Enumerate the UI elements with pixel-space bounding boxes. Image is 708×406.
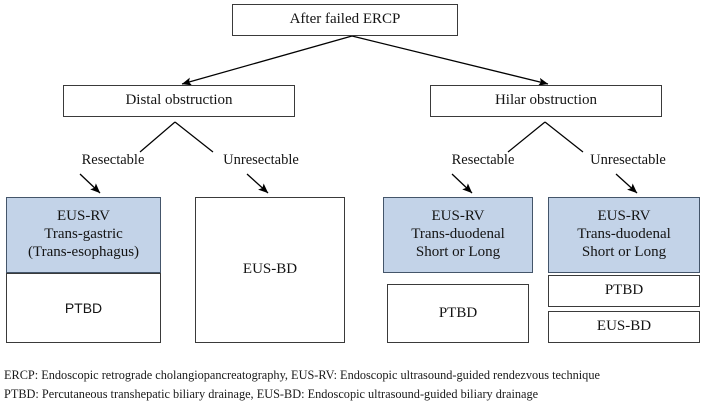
- node-line: PTBD: [604, 282, 644, 299]
- node-line: Short or Long: [581, 243, 667, 260]
- node-distal-resectable-ptbd[interactable]: PTBD: [6, 273, 161, 343]
- node-distal-obstruction[interactable]: Distal obstruction: [63, 85, 295, 117]
- node-line: Short or Long: [415, 243, 501, 260]
- node-line: Trans-gastric: [44, 226, 123, 243]
- node-hilar-obstruction[interactable]: Hilar obstruction: [430, 85, 662, 117]
- node-line: PTBD: [438, 304, 478, 321]
- footnote-line-1: ERCP: Endoscopic retrograde cholangiopan…: [4, 368, 600, 382]
- node-hilar-unresectable-eus-bd[interactable]: EUS-BD: [548, 311, 700, 343]
- node-line: EUS-BD: [242, 261, 298, 278]
- branch-label-distal-resectable: Resectable: [81, 152, 145, 168]
- connector-group-hilar-fork: [507, 121, 584, 153]
- node-hilar-resectable-ptbd[interactable]: PTBD: [387, 284, 529, 343]
- node-line: (Trans-esophagus): [27, 243, 140, 260]
- node-label: Hilar obstruction: [494, 92, 598, 109]
- node-after-failed-ercp[interactable]: After failed ERCP: [232, 4, 458, 36]
- node-distal-resectable-eus-rv[interactable]: EUS-RV Trans-gastric (Trans-esophagus): [6, 197, 161, 273]
- node-distal-unresectable-eus-bd[interactable]: EUS-BD: [195, 197, 345, 343]
- node-line: EUS-RV: [597, 208, 651, 225]
- node-line: EUS-RV: [57, 208, 110, 225]
- node-line: Trans-duodenal: [577, 226, 671, 243]
- connector-group-root: [181, 35, 549, 86]
- footnotes: ERCP: Endoscopic retrograde cholangiopan…: [4, 366, 706, 403]
- node-line: EUS-RV: [431, 208, 485, 225]
- node-label: After failed ERCP: [289, 11, 401, 28]
- node-line: EUS-BD: [596, 318, 652, 335]
- branch-label-hilar-resectable: Resectable: [451, 152, 515, 168]
- node-hilar-unresectable-ptbd[interactable]: PTBD: [548, 275, 700, 307]
- node-label: Distal obstruction: [125, 92, 233, 109]
- node-line: Trans-duodenal: [411, 226, 505, 243]
- branch-label-hilar-unresectable: Unresectable: [590, 152, 666, 168]
- branch-label-distal-unresectable: Unresectable: [223, 152, 299, 168]
- connector-group-distal-fork: [139, 121, 214, 153]
- footnote-line-2: PTBD: Percutaneous transhepatic biliary …: [4, 386, 539, 401]
- node-hilar-resectable-eus-rv[interactable]: EUS-RV Trans-duodenal Short or Long: [383, 197, 533, 273]
- node-hilar-unresectable-eus-rv[interactable]: EUS-RV Trans-duodenal Short or Long: [548, 197, 700, 273]
- connector-group-options: [79, 173, 638, 194]
- node-line: PTBD: [64, 299, 103, 316]
